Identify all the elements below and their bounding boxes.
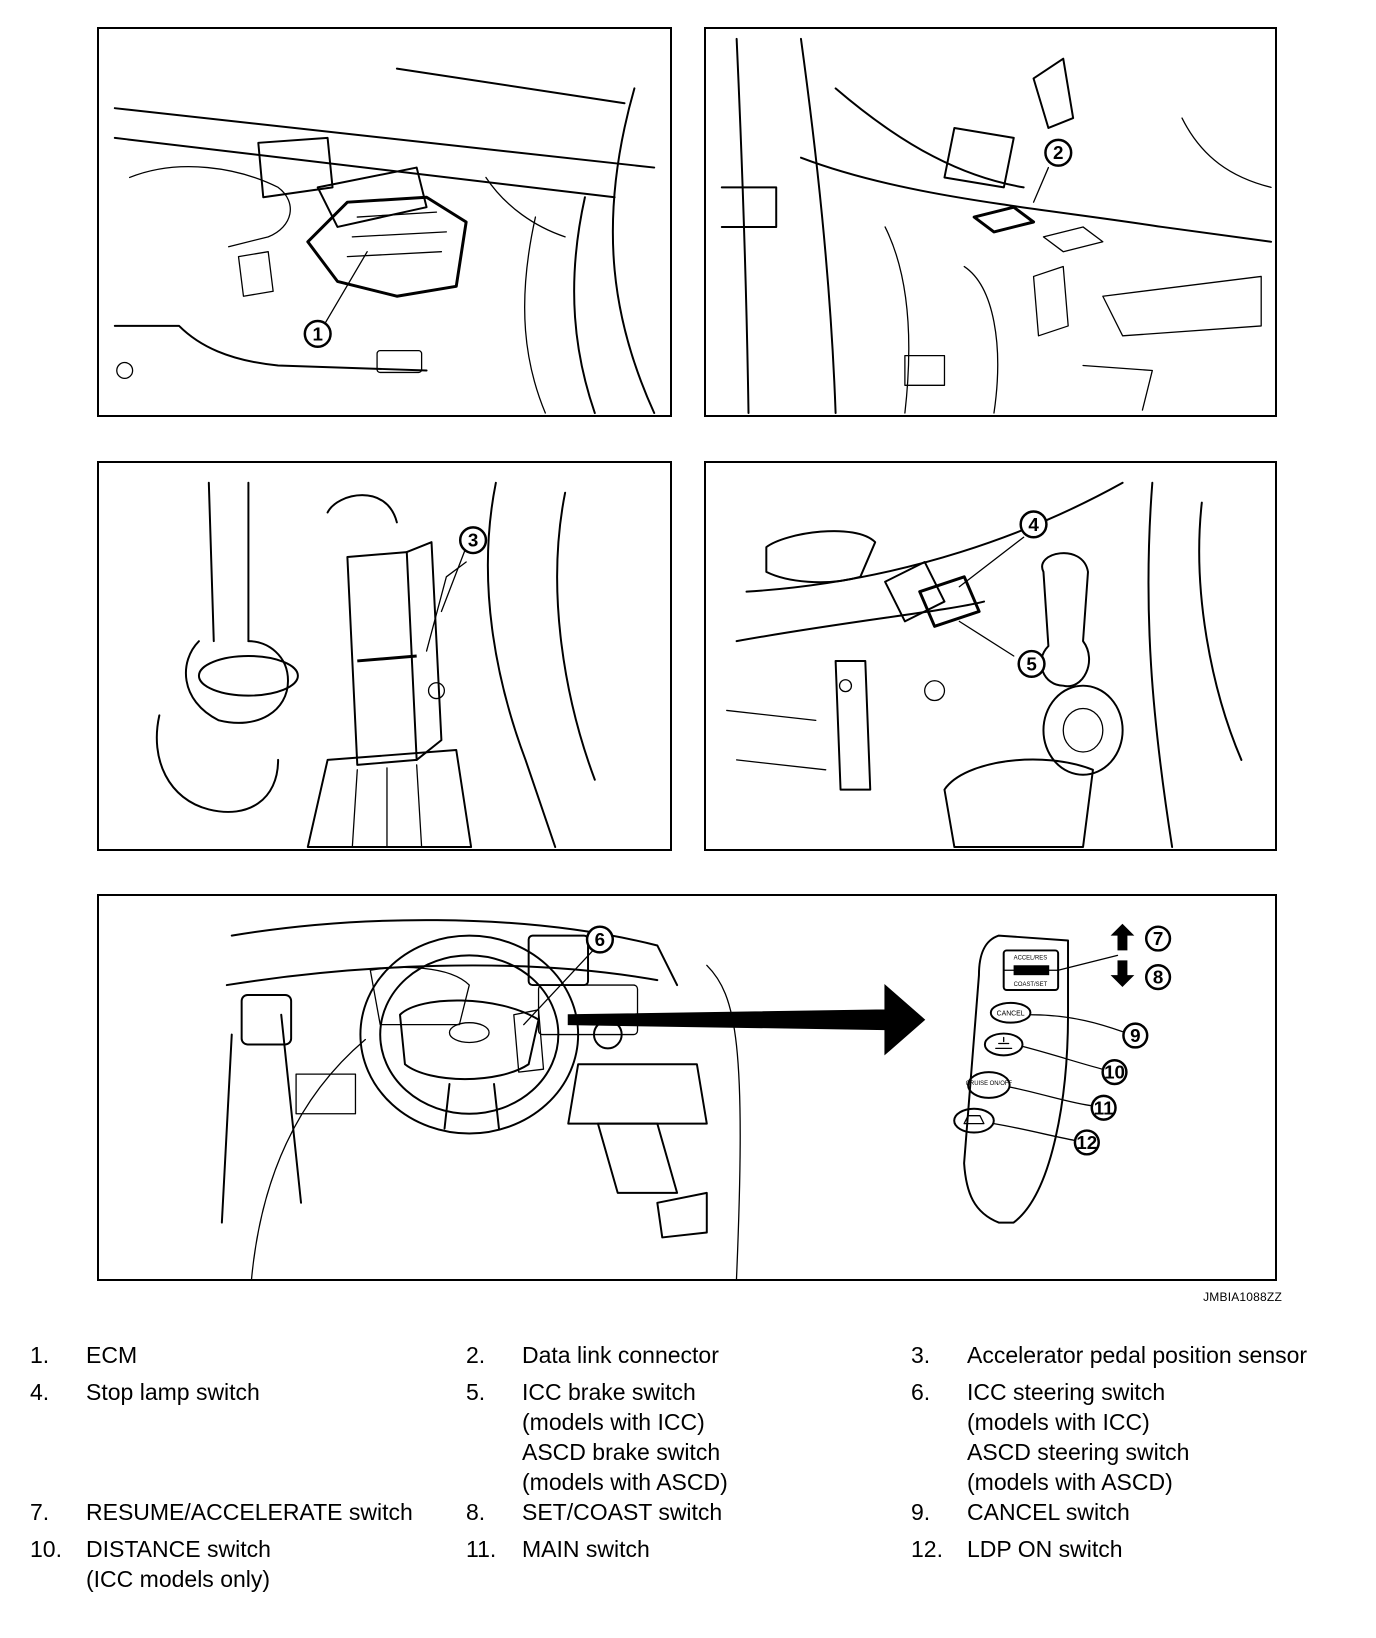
legend-line: (models with ASCD) [967, 1469, 1173, 1495]
distance-button-shape [983, 1032, 1024, 1057]
main-button-shape [967, 1071, 1011, 1099]
panel-accelerator-pedal-sensor: 3 [97, 461, 672, 851]
legend-number: 7. [30, 1499, 50, 1525]
legend-line: CANCEL switch [967, 1499, 1130, 1525]
legend-description: ICC brake switch (models with ICC) ASCD br… [522, 1377, 728, 1497]
panel-ecm: 1 [97, 27, 672, 417]
callout-4-number: 4 [1028, 514, 1039, 535]
callout-11-number: 11 [1094, 1097, 1114, 1118]
legend-line: ICC steering switch [967, 1379, 1166, 1405]
callout-5 [1017, 649, 1046, 679]
legend-number: 11. [466, 1536, 497, 1562]
cancel-button-shape [989, 1001, 1032, 1024]
legend-number: 1. [30, 1342, 50, 1368]
callout-3-number: 3 [468, 530, 478, 551]
accelerator-pedal-illustration: 3 [155, 481, 596, 849]
legend-description: DISTANCE switch (ICC models only) [86, 1534, 271, 1594]
callout-2-number: 2 [1053, 142, 1063, 163]
callout-6-number: 6 [595, 929, 605, 950]
legend-number: 2. [466, 1342, 486, 1368]
accel-res-label: ACCEL/RES [1014, 955, 1048, 961]
legend-description: ICC steering switch (models with ICC) ASCD… [967, 1377, 1189, 1497]
legend-description: MAIN switch [522, 1534, 650, 1564]
ecm-illustration: 1 [113, 67, 656, 415]
callout-12 [1073, 1129, 1100, 1156]
callout-6 [585, 925, 615, 954]
data-link-connector-illustration: 2 [720, 37, 1273, 415]
legend-number: 6. [911, 1379, 931, 1405]
legend-line: RESUME/ACCELERATE switch [86, 1499, 413, 1525]
callout-1-number: 1 [312, 323, 322, 344]
legend-line: Data link connector [522, 1342, 719, 1368]
legend-line: (models with ICC) [522, 1409, 705, 1435]
legend-line: LDP ON switch [967, 1536, 1123, 1562]
legend-line: MAIN switch [522, 1536, 650, 1562]
main-label: CRUISE ON/OFF [966, 1081, 1013, 1087]
panel-brake-switches: 4 5 [704, 461, 1277, 851]
callout-10 [1101, 1059, 1128, 1086]
legend-description: LDP ON switch [967, 1534, 1123, 1564]
legend-description: Data link connector [522, 1340, 719, 1370]
legend-description: SET/COAST switch [522, 1497, 722, 1527]
legend-number: 10. [30, 1536, 62, 1562]
legend-line: (ICC models only) [86, 1566, 271, 1592]
legend-number: 4. [30, 1379, 50, 1405]
legend-line: (models with ASCD) [522, 1469, 728, 1495]
coast-set-label: COAST/SET [1014, 982, 1048, 988]
callout-7 [1144, 925, 1172, 952]
callout-8 [1144, 964, 1172, 991]
legend-line: ASCD steering switch [967, 1439, 1190, 1465]
legend-line: SET/COAST switch [522, 1499, 723, 1525]
legend-line: Stop lamp switch [86, 1379, 260, 1405]
legend-description: ECM [86, 1340, 137, 1370]
callout-7-number: 7 [1153, 928, 1163, 949]
ldp-button-shape [953, 1107, 995, 1134]
panel-data-link-connector: 2 [704, 27, 1277, 417]
legend-line: Accelerator pedal position sensor [967, 1342, 1308, 1368]
callout-1 [303, 319, 332, 348]
callout-2 [1044, 138, 1073, 167]
legend-line: ICC brake switch [522, 1379, 696, 1405]
callout-9-number: 9 [1130, 1025, 1140, 1046]
legend-description: Stop lamp switch [86, 1377, 260, 1407]
legend-number: 5. [466, 1379, 486, 1405]
figure-reference-code: JMBIA1088ZZ [1203, 1290, 1282, 1304]
callout-11 [1090, 1094, 1117, 1121]
legend-description: Accelerator pedal position sensor [967, 1340, 1307, 1370]
legend-number: 3. [911, 1342, 931, 1368]
callout-3 [458, 526, 488, 555]
legend-line: ASCD brake switch [522, 1439, 721, 1465]
callout-9 [1122, 1022, 1149, 1049]
legend-number: 9. [911, 1499, 931, 1525]
legend-line: (models with ICC) [967, 1409, 1150, 1435]
brake-switches-illustration: 4 5 [726, 481, 1243, 849]
legend-number: 12. [911, 1536, 943, 1562]
steering-switch-illustration: 6 ACCEL/RES COAST/SET CANCEL CRUISE ON/O… [220, 919, 1172, 1279]
legend-line: ECM [86, 1342, 138, 1368]
callout-4 [1019, 510, 1048, 539]
cancel-label: CANCEL [997, 1011, 1025, 1018]
legend-line: DISTANCE switch [86, 1536, 271, 1562]
panel-steering-switch: 6 ACCEL/RES COAST/SET CANCEL CRUISE ON/O… [97, 894, 1277, 1281]
callout-10-number: 10 [1104, 1062, 1125, 1083]
legend-description: CANCEL switch [967, 1497, 1130, 1527]
callout-12-number: 12 [1076, 1132, 1097, 1153]
callout-8-number: 8 [1153, 967, 1163, 988]
legend-number: 8. [466, 1499, 486, 1525]
legend-description: RESUME/ACCELERATE switch [86, 1497, 413, 1527]
callout-5-number: 5 [1026, 653, 1036, 674]
